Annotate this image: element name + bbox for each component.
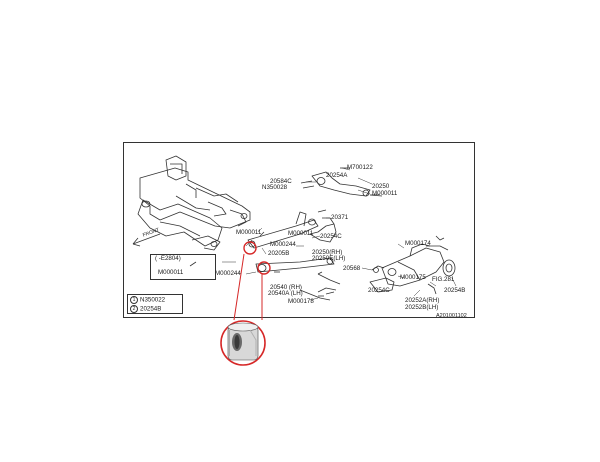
label-20205b: 20205B: [268, 250, 290, 257]
legend-part-1: N350022: [140, 296, 166, 304]
diagram-frame: [123, 142, 475, 318]
label-20254c-mid: 20254C: [320, 233, 342, 240]
label-m000178: M000178: [288, 298, 314, 305]
label-m700122: M700122: [347, 164, 373, 171]
label-m000244-low: M000244: [215, 270, 241, 277]
label-20250rh: 20250(RH): [312, 249, 343, 256]
label-m000011-top: M000011: [372, 190, 398, 197]
part-detail-box: [150, 254, 216, 280]
label-20252lh: 20252B(LH): [405, 304, 439, 311]
legend-part-2: 20254B: [140, 305, 162, 313]
legend-number-1: 1: [130, 296, 138, 304]
label-20254b: 20254B: [444, 287, 466, 294]
rear-hub: [369, 235, 456, 295]
label-m000174: M000174: [405, 240, 431, 247]
bushing-highlight-2: [257, 261, 271, 275]
upper-arm: [300, 167, 383, 197]
label-20254a: 20254A: [326, 172, 348, 179]
lateral-link: [247, 209, 337, 249]
label-m000011-left: M000011: [158, 269, 184, 276]
bushing-closeup: [220, 320, 266, 366]
subframe: [137, 155, 251, 251]
label-e2804: ( -E2804): [155, 255, 181, 262]
label-figure-code: A201001102: [436, 313, 467, 319]
label-m000011-mid: M000011: [288, 230, 314, 237]
label-fig281: FIG.281: [432, 276, 455, 283]
label-20250lh: 20250E(LH): [312, 255, 346, 262]
label-20584c: 20584C: [270, 178, 292, 185]
label-m000175: M000175: [400, 274, 426, 281]
label-20250: 20250: [372, 183, 390, 190]
label-20371: 20371: [331, 214, 349, 221]
label-20252rh: 20252A(RH): [405, 297, 440, 304]
bolts: [189, 231, 324, 297]
label-m000011-upper-left: M000011: [236, 229, 262, 236]
label-20254c-low: 20254C: [368, 287, 390, 294]
label-m000244-mid: M000244: [270, 241, 296, 248]
label-20568: 20568: [343, 265, 361, 272]
legend-number-2: 2: [130, 305, 138, 313]
label-n350028: N350028: [262, 184, 288, 191]
label-20540rh: 20540 (RH): [270, 284, 302, 291]
label-20540lh: 20540A (LH): [268, 290, 303, 297]
trailing-link: [255, 257, 341, 301]
bushing-highlight-1: [243, 241, 257, 255]
